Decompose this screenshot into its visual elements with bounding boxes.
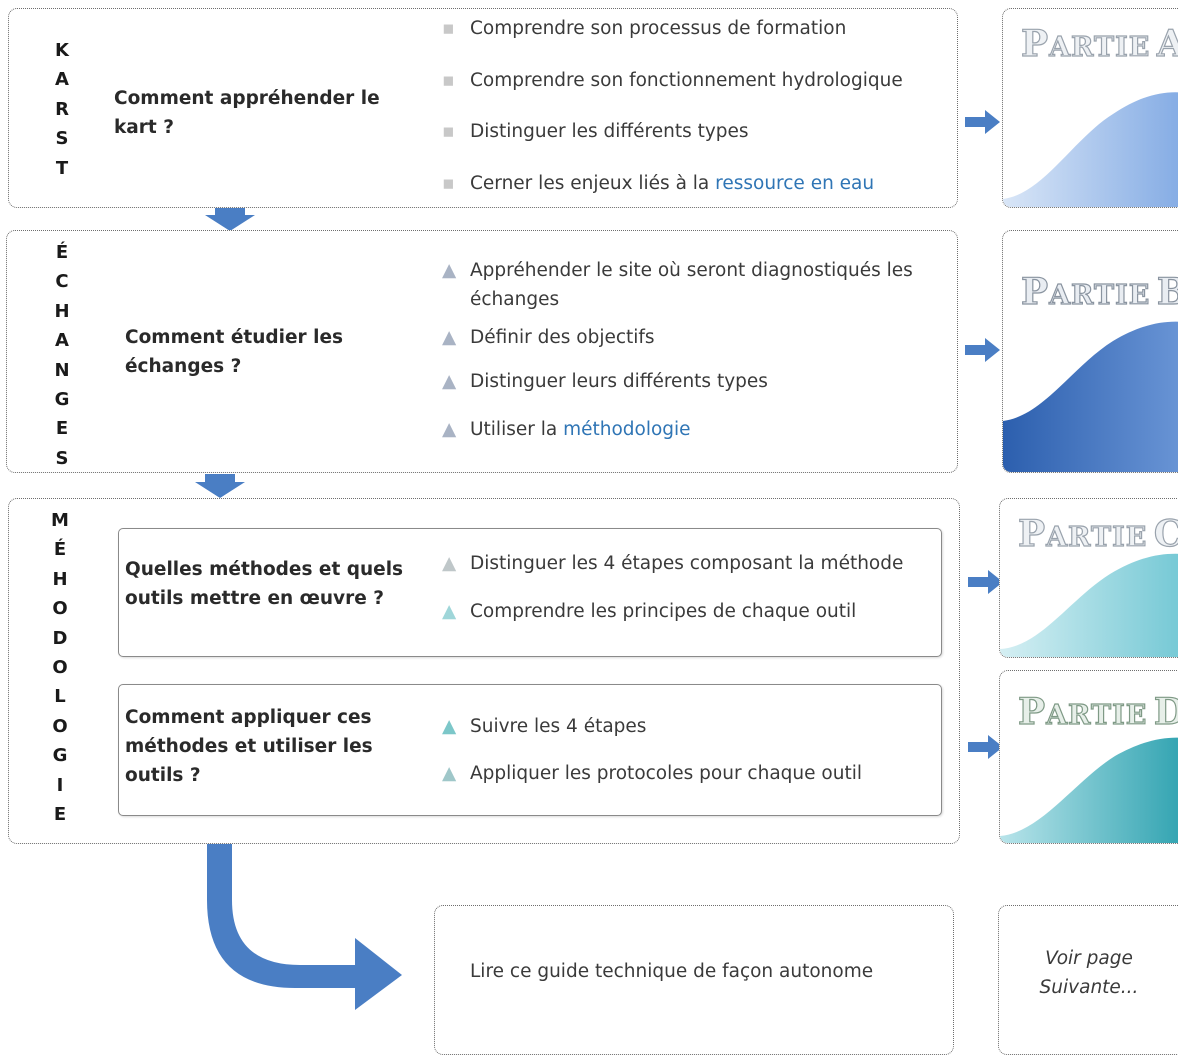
right-arrow-icon bbox=[965, 338, 1000, 362]
appliquer-subblock bbox=[118, 684, 942, 816]
karst-letter: S bbox=[55, 128, 69, 150]
wave-decoration bbox=[1003, 321, 1178, 472]
karst-item: ▪Cerner les enjeux liés à la ressource e… bbox=[442, 173, 875, 194]
echanges-item: ▲Définir des objectifs bbox=[442, 327, 655, 348]
echanges-item: ▲Utiliser la méthodologie bbox=[442, 419, 691, 440]
karst-question: Comment appréhender le kart ? bbox=[114, 88, 380, 138]
appliquer-item: ▲Appliquer les protocoles pour chaque ou… bbox=[442, 763, 862, 784]
down-arrow-icon bbox=[205, 207, 255, 231]
lire-guide-text: Lire ce guide technique de façon autonom… bbox=[470, 961, 874, 982]
right-arrow-icon bbox=[968, 570, 1003, 594]
wave-decoration bbox=[1003, 92, 1178, 207]
karst-letter: A bbox=[55, 69, 69, 91]
karst-item: ▪Comprendre son fonctionnement hydrologi… bbox=[442, 70, 903, 91]
karst-item: ▪Distinguer les différents types bbox=[442, 121, 749, 142]
curved-arrow-icon bbox=[207, 818, 402, 1010]
methodes-question: Quelles méthodes et quels outils mettre … bbox=[125, 559, 404, 609]
methodes-item: ▲Comprendre les principes de chaque outi… bbox=[442, 601, 857, 622]
down-arrow-icon bbox=[195, 474, 245, 498]
right-arrow-icon bbox=[965, 110, 1000, 134]
partie-b-card[interactable]: PARTIE B bbox=[1002, 230, 1178, 473]
echanges-item-cont: échanges bbox=[470, 289, 560, 310]
methodologie-link[interactable]: méthodologie bbox=[563, 419, 691, 440]
partie-b-title: PARTIE B bbox=[1020, 270, 1178, 313]
partie-a-card[interactable]: PARTIE A bbox=[1002, 8, 1178, 208]
echanges-item: ▲Distinguer leurs différents types bbox=[442, 371, 768, 392]
wave-decoration bbox=[1000, 553, 1178, 657]
right-arrow-icon bbox=[968, 735, 1003, 759]
partie-c-card[interactable]: PARTIE C bbox=[999, 498, 1178, 658]
echanges-item: ▲Appréhender le site où seront diagnosti… bbox=[442, 260, 913, 281]
karst-item: ▪Comprendre son processus de formation bbox=[442, 18, 847, 39]
karst-letter: T bbox=[55, 157, 69, 179]
partie-a-title: PARTIE A bbox=[1020, 22, 1178, 65]
appliquer-item: ▲Suivre les 4 étapes bbox=[442, 716, 647, 737]
echanges-vertical-title: É C H A N G E S bbox=[54, 242, 70, 469]
echanges-block bbox=[6, 230, 958, 473]
karst-block bbox=[8, 8, 958, 208]
methodes-subblock bbox=[118, 528, 942, 657]
partie-c-title: PARTIE C bbox=[1017, 512, 1178, 555]
partie-d-title: PARTIE D bbox=[1017, 690, 1178, 733]
appliquer-question: Comment appliquer ces méthodes et utilis… bbox=[125, 707, 373, 786]
karst-letter: K bbox=[55, 40, 69, 61]
karst-vertical-title: K A R S T bbox=[49, 36, 75, 183]
wave-decoration bbox=[1000, 737, 1178, 843]
methodes-item: ▲Distinguer les 4 étapes composant la mé… bbox=[442, 553, 904, 574]
echanges-question: Comment étudier les échanges ? bbox=[125, 327, 343, 377]
partie-d-card[interactable]: PARTIE D bbox=[999, 670, 1178, 844]
lire-guide-box bbox=[434, 905, 954, 1055]
karst-letter: R bbox=[55, 98, 69, 120]
ressource-link[interactable]: ressource en eau bbox=[715, 173, 875, 194]
voir-page-suivante-link[interactable]: Voir page Suivante... bbox=[1039, 948, 1139, 998]
methodologie-vertical-title: M É H O D O L O G I E bbox=[51, 510, 69, 826]
